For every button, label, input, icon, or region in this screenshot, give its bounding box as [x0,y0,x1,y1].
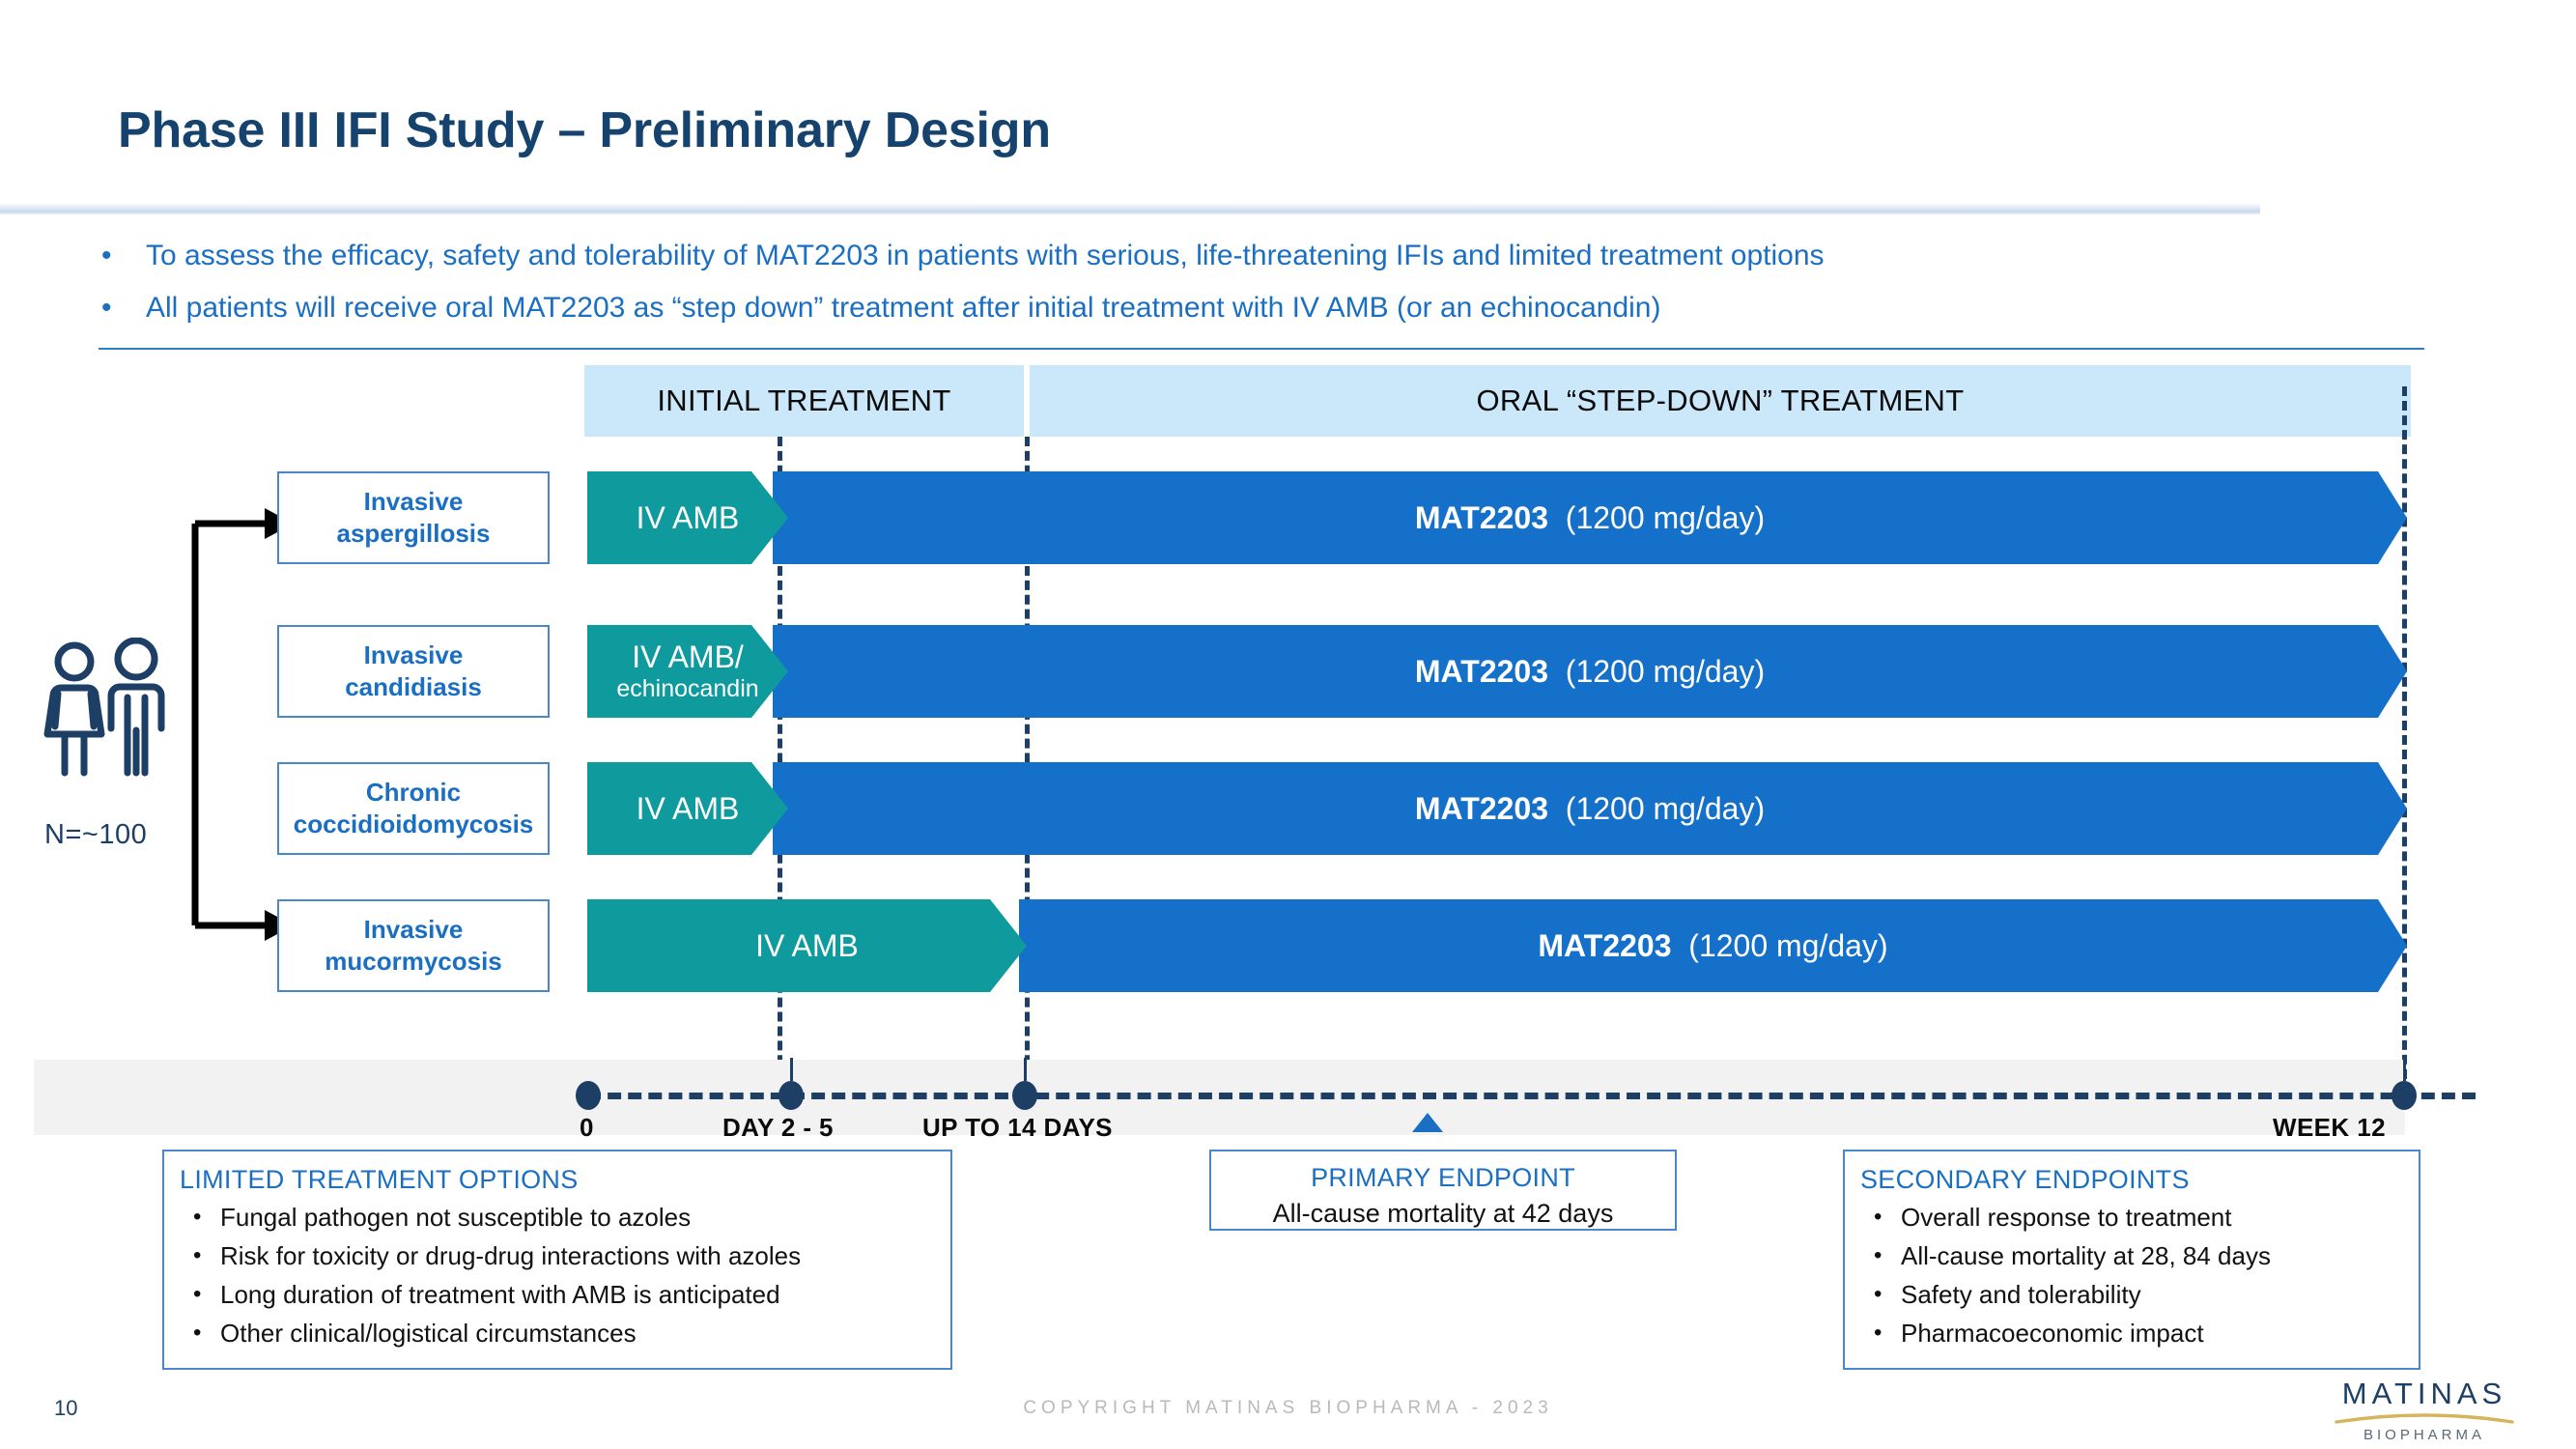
list-item: Risk for toxicity or drug-drug interacti… [180,1236,935,1275]
initial-treatment-label: IV AMB [755,928,859,963]
timeline-dot-day2-5 [778,1081,804,1110]
callout-heading: LIMITED TREATMENT OPTIONS [180,1165,579,1194]
bracket-arrow-icon [191,508,294,941]
initial-treatment-label: IV AMB [636,791,740,826]
timeline-label-0: 0 [580,1113,594,1142]
stepdown-drug: MAT2203 [1414,500,1548,535]
phase-header-oral: ORAL “STEP-DOWN” TREATMENT [1030,365,2411,437]
initial-treatment-arrow: IV AMB [587,762,788,855]
callout-limited-treatment-options: LIMITED TREATMENT OPTIONS Fungal pathoge… [162,1150,952,1370]
callout-text: All-cause mortality at 42 days [1272,1199,1614,1228]
logo-arc-icon [2335,1413,2514,1424]
page-title: Phase III IFI Study – Preliminary Design [118,102,1051,158]
callout-list: Overall response to treatment All-cause … [1860,1198,2403,1352]
disease-label: Chronic coccidioidomycosis [277,762,550,855]
stepdown-arrow: MAT2203 (1200 mg/day) [773,471,2407,564]
phase-header-initial: INITIAL TREATMENT [584,365,1024,437]
list-item: Pharmacoeconomic impact [1860,1314,2403,1352]
stepdown-drug: MAT2203 [1414,654,1548,689]
stepdown-label: MAT2203 (1200 mg/day) [1538,928,1887,963]
title-divider [0,203,2260,215]
disease-label-line2: aspergillosis [336,519,491,548]
timeline-dot-0 [576,1081,601,1110]
stepdown-arrow: MAT2203 (1200 mg/day) [1019,899,2407,992]
list-item: Overall response to treatment [1860,1198,2403,1236]
phase-header-initial-label: INITIAL TREATMENT [657,384,951,417]
list-item: Long duration of treatment with AMB is a… [180,1275,935,1314]
stepdown-label: MAT2203 (1200 mg/day) [1415,500,1765,535]
timeline-tick-14days [1024,1058,1027,1081]
disease-label-line2: coccidioidomycosis [293,810,534,838]
bullet-marker-icon: • [101,292,112,324]
disease-label: Invasive mucormycosis [277,899,550,992]
timeline-dot-week12 [2392,1081,2417,1110]
timeline-tick-day2-5 [790,1058,793,1081]
callout-heading: PRIMARY ENDPOINT [1311,1163,1575,1192]
initial-treatment-label: IV AMB/ [632,639,744,674]
male-female-pair-icon [43,637,165,777]
callout-secondary-endpoints: SECONDARY ENDPOINTS Overall response to … [1843,1150,2420,1370]
disease-label-line1: Invasive [363,640,464,669]
matinas-logo: MATINAS BIOPHARMA [2323,1378,2526,1445]
bullet-item: • To assess the efficacy, safety and tol… [92,237,2458,275]
stepdown-dose: (1200 mg/day) [1565,654,1766,689]
callout-primary-endpoint: PRIMARY ENDPOINT All-cause mortality at … [1209,1150,1677,1231]
list-item: Fungal pathogen not susceptible to azole… [180,1198,935,1236]
stepdown-drug: MAT2203 [1538,928,1672,963]
stepdown-drug: MAT2203 [1414,791,1548,826]
stepdown-label: MAT2203 (1200 mg/day) [1415,654,1765,689]
primary-endpoint-marker-icon [1412,1113,1443,1132]
list-item: Other clinical/logistical circumstances [180,1314,935,1352]
callout-list: Fungal pathogen not susceptible to azole… [180,1198,935,1352]
initial-treatment-arrow: IV AMB [587,899,1027,992]
initial-treatment-sublabel: echinocandin [616,675,759,702]
disease-label-line2: mucormycosis [325,947,502,976]
timeline-tick-week12 [2403,1058,2406,1081]
timeline-dot-14days [1012,1081,1037,1110]
list-item: All-cause mortality at 28, 84 days [1860,1236,2403,1275]
milestone-line-week12 [2402,386,2407,1094]
disease-label: Invasive candidiasis [277,625,550,718]
list-item: Safety and tolerability [1860,1275,2403,1314]
disease-label-line1: Invasive [363,915,464,944]
bullet-marker-icon: • [101,240,112,271]
logo-subtext: BIOPHARMA [2363,1427,2485,1443]
callout-heading: SECONDARY ENDPOINTS [1860,1165,2190,1194]
stepdown-arrow: MAT2203 (1200 mg/day) [773,762,2407,855]
disease-label-line1: Chronic [365,778,462,807]
stepdown-arrow: MAT2203 (1200 mg/day) [773,625,2407,718]
stepdown-dose: (1200 mg/day) [1565,791,1766,826]
patients-icon [34,637,188,782]
cohort-size-label: N=~100 [44,819,148,850]
bullet-text: All patients will receive oral MAT2203 a… [146,292,1661,324]
bullet-item: • All patients will receive oral MAT2203… [92,289,2458,327]
disease-label: Invasive aspergillosis [277,471,550,564]
phase-header-oral-label: ORAL “STEP-DOWN” TREATMENT [1476,384,1965,417]
stepdown-dose: (1200 mg/day) [1565,500,1766,535]
objective-bullets: • To assess the efficacy, safety and tol… [92,237,2458,341]
bullet-text: To assess the efficacy, safety and toler… [146,240,1825,271]
stepdown-label: MAT2203 (1200 mg/day) [1415,791,1765,826]
timeline-label-14days: UP TO 14 DAYS [922,1113,1113,1142]
page-number: 10 [54,1396,78,1420]
initial-treatment-arrow: IV AMB [587,471,788,564]
logo-wordmark: MATINAS [2341,1377,2507,1410]
section-divider [99,348,2424,350]
timeline-axis [587,1093,2476,1099]
timeline-label-day2-5: DAY 2 - 5 [722,1113,834,1142]
cohort-bracket [184,502,297,947]
timeline-label-week12: WEEK 12 [2273,1113,2386,1142]
initial-treatment-arrow: IV AMB/ echinocandin [587,625,788,718]
disease-label-line1: Invasive [363,487,464,516]
stepdown-dose: (1200 mg/day) [1688,928,1888,963]
disease-label-line2: candidiasis [345,672,482,701]
copyright-notice: COPYRIGHT MATINAS BIOPHARMA - 2023 [1023,1398,1553,1418]
initial-treatment-label: IV AMB [636,500,740,535]
